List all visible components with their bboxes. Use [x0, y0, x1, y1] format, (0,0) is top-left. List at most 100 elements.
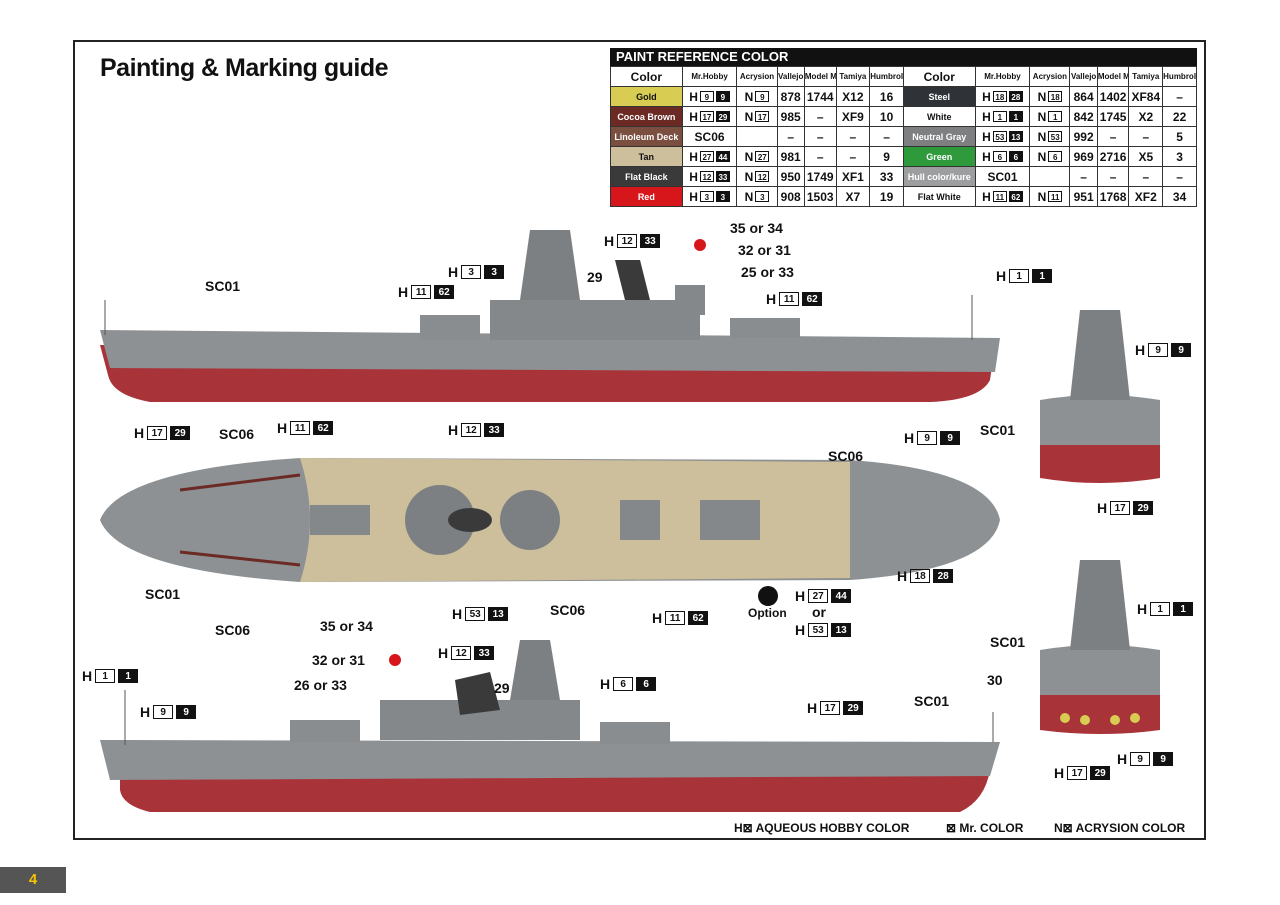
rising-sun-flag-icon	[694, 239, 706, 251]
swatch-neutral-gray: Neutral Gray	[902, 126, 976, 147]
code-number: 11	[411, 285, 432, 299]
label-flag-35: 35 or 34	[730, 220, 783, 236]
code-number: 17	[1067, 766, 1088, 780]
label-sc06: SC06	[550, 602, 586, 618]
code-letter: H	[277, 420, 288, 436]
label-flag-35: 35 or 34	[320, 618, 373, 634]
code-letter: H	[996, 268, 1007, 284]
code-letter: H	[982, 109, 991, 124]
code-number-mr: 29	[1090, 766, 1111, 780]
code-number: 3	[461, 265, 482, 279]
code-number: 53	[1048, 131, 1063, 142]
label-or: or	[812, 604, 826, 620]
tamiya-cell: X2	[1128, 106, 1164, 127]
code-letter: N	[744, 109, 754, 124]
code-number-mr: 44	[715, 151, 730, 162]
code-number: 9	[755, 91, 770, 102]
code-number-mr: 13	[831, 623, 852, 637]
code-number-mr: 33	[484, 423, 505, 437]
stern-view	[1040, 560, 1160, 734]
code-number: 11	[1048, 191, 1063, 202]
code-number-mr: 1	[1032, 269, 1053, 283]
code-number: 17	[147, 426, 168, 440]
code-letter: H	[452, 606, 463, 622]
code-number: 11	[665, 611, 686, 625]
code-number-mr: 29	[170, 426, 191, 440]
table-heading: PAINT REFERENCE COLOR	[610, 48, 1197, 66]
code-letter: H	[82, 668, 93, 684]
humbrol-cell: 22	[1162, 106, 1197, 127]
swatch-white: White	[902, 106, 976, 127]
code-letter: H	[1097, 500, 1108, 516]
code-letter: H	[795, 622, 806, 638]
code-number: 1	[992, 111, 1007, 122]
code-letter: H	[448, 422, 459, 438]
code-number: 18	[1048, 91, 1063, 102]
label-sc06: SC06	[219, 426, 255, 442]
code-number-mr: 44	[831, 589, 852, 603]
label-30: 30	[987, 672, 1003, 688]
label-sc06: SC06	[215, 622, 251, 638]
code-letter: N	[744, 169, 754, 184]
code-letter: H	[438, 645, 449, 661]
code-letter: N	[1037, 189, 1047, 204]
code-number: 18	[910, 569, 931, 583]
label-flag-32: 32 or 31	[738, 242, 791, 258]
code-number: 3	[699, 191, 714, 202]
code-letter: H	[904, 430, 915, 446]
vallejo-cell: 985	[776, 106, 805, 127]
code-letter: N	[1037, 129, 1047, 144]
code-number: 17	[820, 701, 841, 715]
code-number-mr: 3	[715, 191, 730, 202]
legend-acrysion: N⊠ ACRYSION COLOR	[1054, 821, 1186, 835]
code-number-mr: 62	[1008, 191, 1023, 202]
bow-view	[1040, 310, 1160, 483]
code-number: 9	[699, 91, 714, 102]
label-flag-32: 32 or 31	[312, 652, 365, 668]
code-number-mr: 29	[1133, 501, 1154, 515]
label-flag-26: 26 or 33	[294, 677, 347, 693]
label-sc01: SC01	[914, 693, 950, 709]
side-profile-port	[100, 640, 1000, 812]
vallejo-cell: 908	[776, 186, 805, 207]
code-number: 17	[755, 111, 770, 122]
mr-hobby-cell: SC06	[681, 126, 738, 147]
code-number: 9	[1148, 343, 1169, 357]
code-letter: H	[982, 149, 991, 164]
swatch-flat-black: Flat Black	[610, 166, 683, 187]
code-letter: H	[1135, 342, 1146, 358]
label-sc06: SC06	[828, 448, 864, 464]
code-number: 3	[755, 191, 770, 202]
legend-aqueous: H⊠ AQUEOUS HOBBY COLOR	[734, 821, 910, 835]
code-number: 18	[992, 91, 1007, 102]
code-number-mr: 33	[640, 234, 661, 248]
code-number: 6	[613, 677, 634, 691]
code-number-mr: 1	[1173, 602, 1194, 616]
code-letter: N	[744, 189, 754, 204]
vallejo-cell: 864	[1069, 86, 1098, 107]
